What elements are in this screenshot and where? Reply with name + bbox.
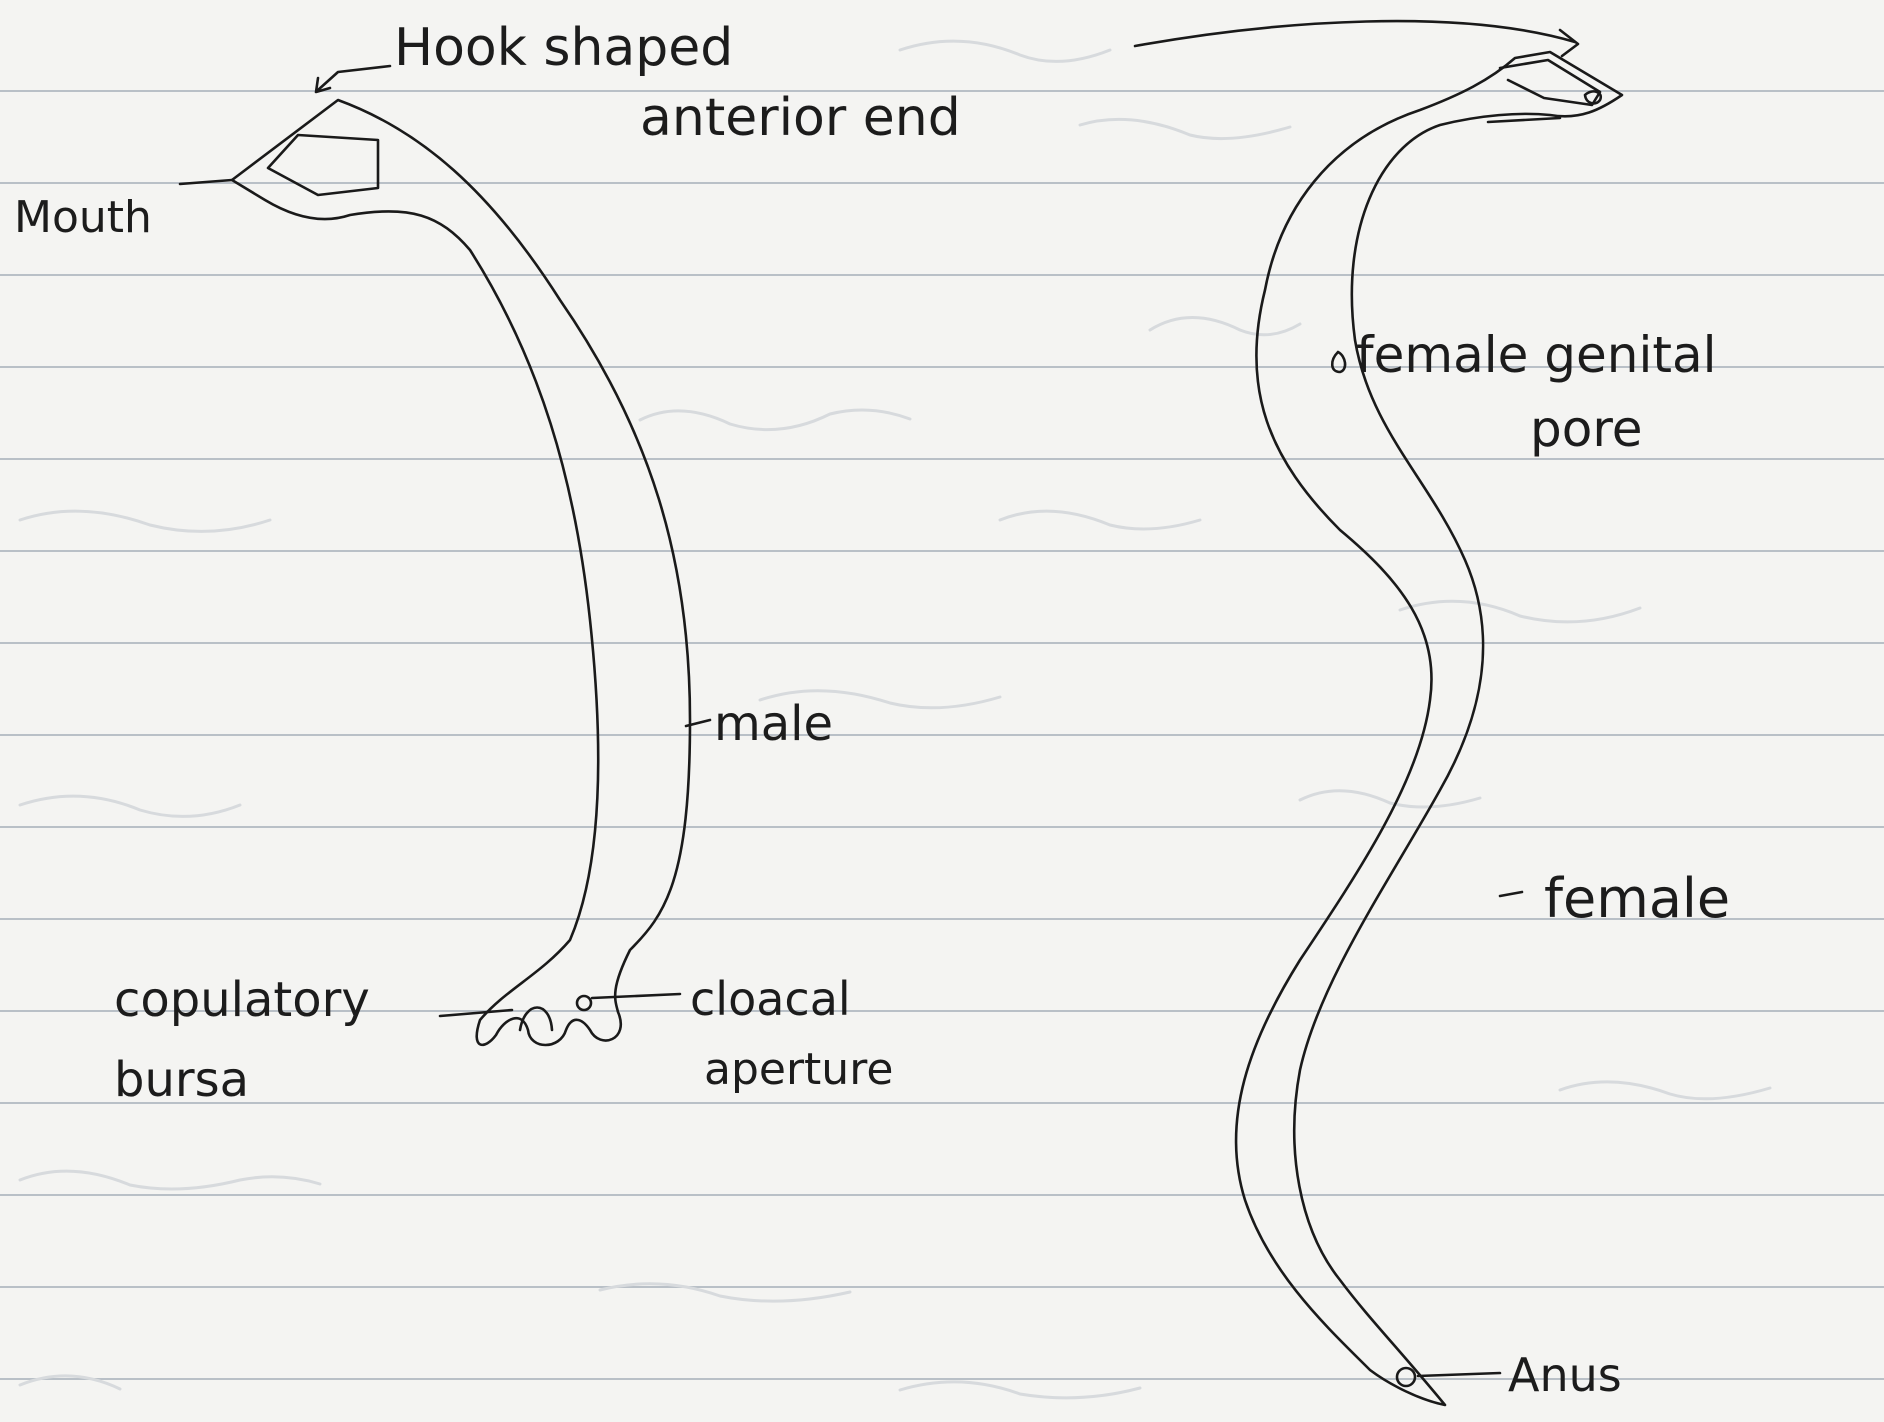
mouth-leader — [180, 180, 232, 184]
male-label: male — [714, 700, 833, 748]
anterior-end-label: anterior end — [640, 92, 961, 144]
anus-label: Anus — [1508, 1352, 1622, 1398]
cloacal-aperture-dot — [577, 996, 591, 1010]
cloacal-aperture-label-line2: aperture — [704, 1048, 893, 1092]
anus-dot — [1397, 1368, 1415, 1386]
anus-leader — [1418, 1373, 1500, 1376]
female-worm-outline — [1236, 52, 1622, 1405]
female-leader — [1500, 892, 1522, 896]
top-arrow — [1135, 21, 1575, 46]
female-genital-pore-label-line1: female genital — [1356, 330, 1716, 380]
hook-arrow — [318, 66, 390, 90]
copulatory-bursa-label-line1: copulatory — [114, 976, 370, 1024]
copulatory-bursa-lobes — [520, 1008, 552, 1031]
female-genital-pore-label-line2: pore — [1530, 404, 1643, 454]
copulatory-bursa-label-line2: bursa — [114, 1056, 249, 1104]
female-worm — [1236, 52, 1622, 1405]
mouth-label: Mouth — [14, 196, 152, 240]
cloacal-aperture-label-line1: cloacal — [690, 976, 851, 1022]
female-neck-line — [1488, 118, 1560, 122]
female-label: female — [1544, 872, 1730, 926]
hook-shaped-label: Hook shaped — [394, 22, 733, 74]
female-genital-pore-mark — [1332, 352, 1345, 372]
male-head-polygon — [268, 135, 378, 195]
male-worm — [232, 100, 690, 1045]
leader-lines — [180, 21, 1578, 1376]
cloacal-leader — [592, 994, 680, 998]
top-arrowhead — [1560, 30, 1578, 56]
male-worm-outline — [232, 100, 690, 1045]
copulatory-leader — [440, 1010, 512, 1016]
